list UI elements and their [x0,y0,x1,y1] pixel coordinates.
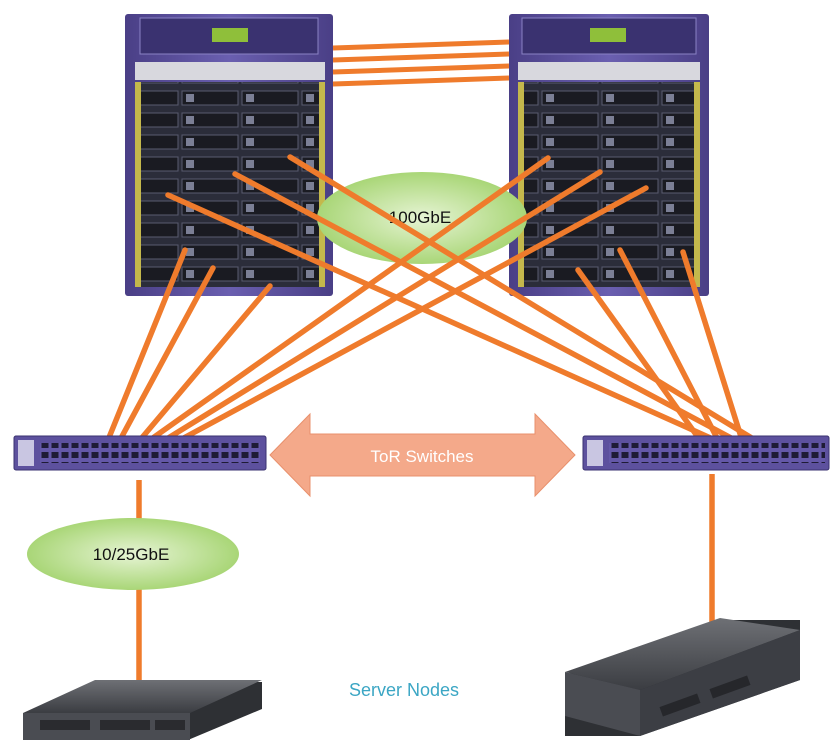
core-link-speed-label: 100GbE [389,208,451,227]
server-node-left [23,680,262,740]
tor-switches-label: ToR Switches [371,447,474,466]
tor-switch-left [13,435,267,471]
access-link-speed-label: 10/25GbE [93,545,170,564]
tor-switch-right [582,435,830,471]
core-switch-right [509,14,709,296]
core-switch-left [125,14,333,296]
access-link-speed-badge: 10/25GbE [27,518,239,590]
core-interconnect-links [332,39,510,87]
tor-switches-arrow: ToR Switches [269,412,576,498]
access-links [136,474,715,700]
core-link-speed-badge: 100GbE [317,172,527,264]
server-node-right [565,618,800,736]
uplink-lines [105,154,758,443]
server-nodes-label: Server Nodes [349,680,459,700]
